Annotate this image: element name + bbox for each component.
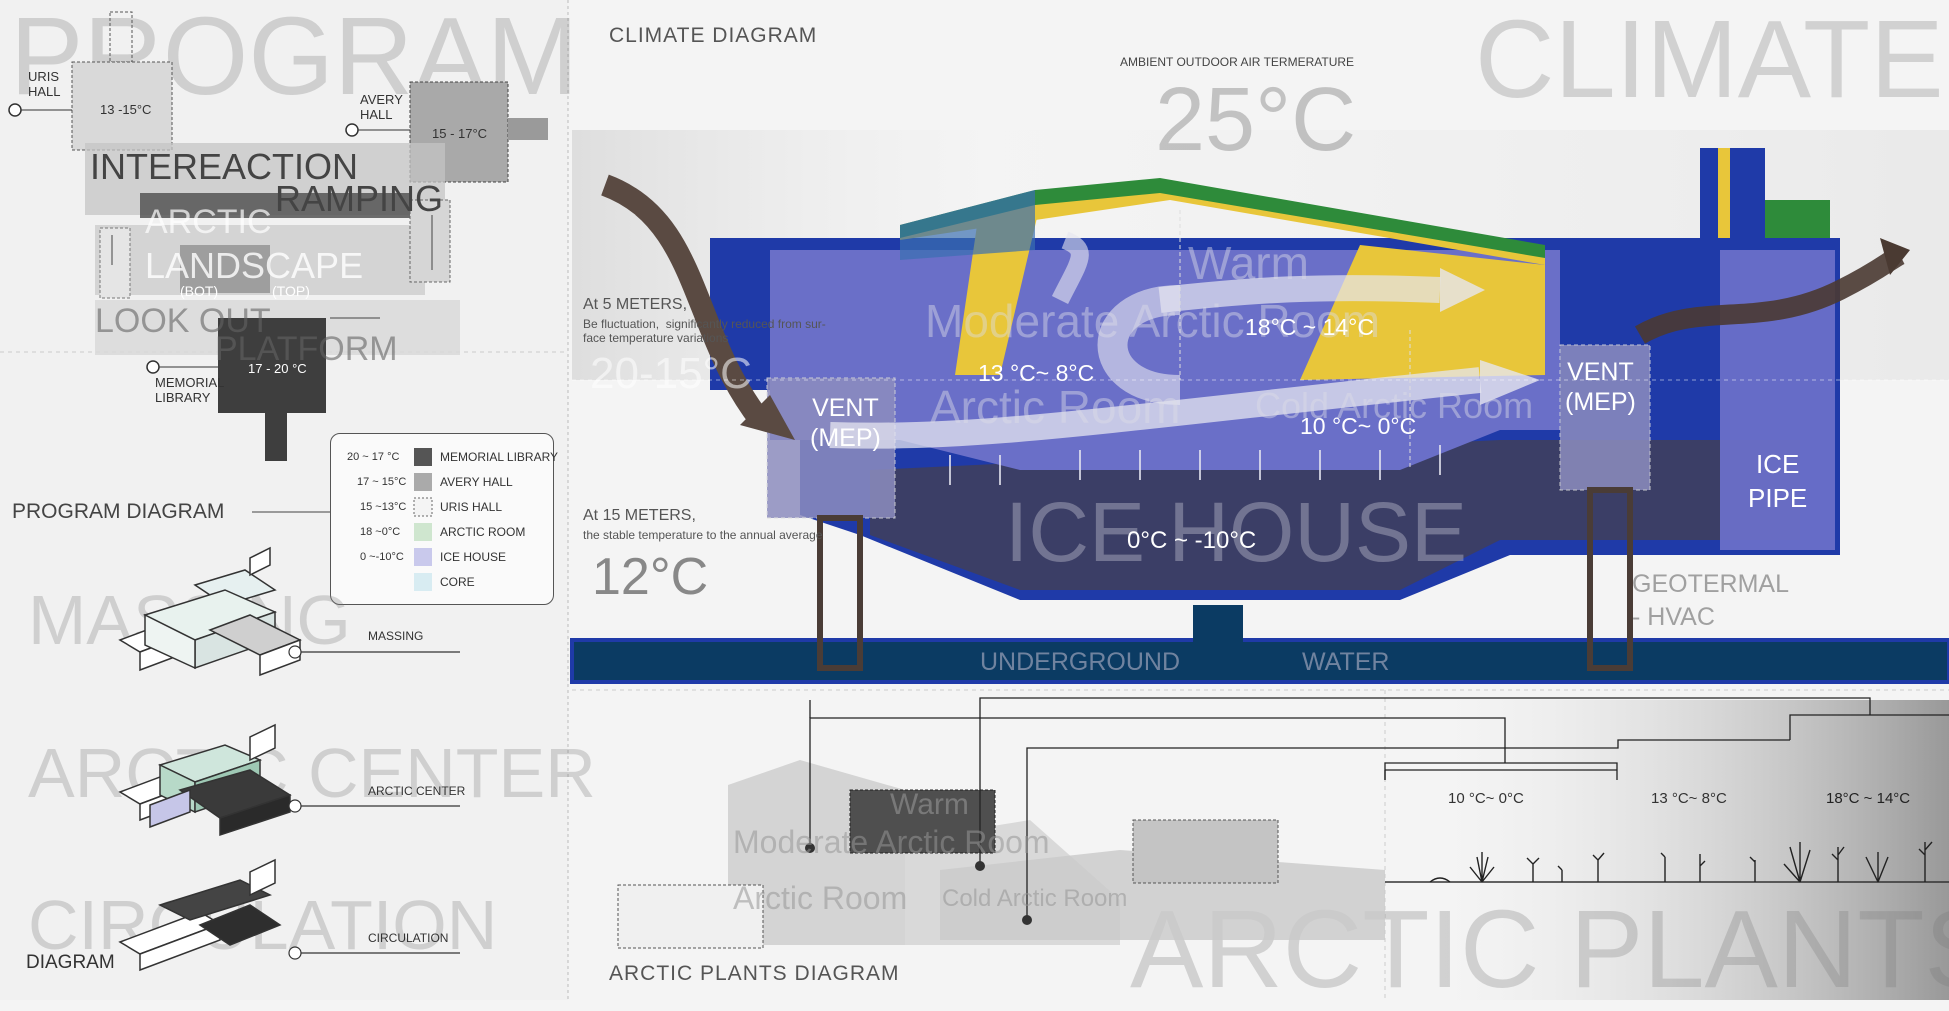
circulation-label: CIRCULATION (368, 931, 449, 945)
ice-house-ghost: ICE HOUSE (1005, 485, 1468, 579)
legend-name-6: CORE (440, 575, 475, 589)
avery-hall-label: AVERY HALL (360, 92, 403, 122)
legend-name-4: ARCTIC ROOM (440, 525, 526, 539)
underground-label: UNDERGROUND (980, 648, 1180, 676)
memorial-library-temp: 17 - 20 °C (248, 361, 307, 376)
section-drawing (570, 148, 1949, 684)
uris-hall-label: URIS HALL (28, 69, 61, 99)
moderate-ghost: Moderate Arctic Room (925, 295, 1381, 347)
warm-ghost: Warm (1188, 237, 1309, 289)
water-label: WATER (1302, 648, 1390, 676)
depth-15m-desc: the stable temperature to the annual ave… (583, 528, 823, 542)
plant-zone-3-temp: 18°C ~ 14°C (1826, 790, 1911, 807)
legend-name-1: MEMORIAL LIBRARY (440, 450, 559, 464)
climate-diagram-title: CLIMATE DIAGRAM (609, 24, 818, 47)
platform-label: PLATFORM (215, 330, 398, 368)
uris-hall-temp: 13 -15°C (100, 102, 152, 117)
diagram-label: DIAGRAM (26, 952, 115, 973)
vent-left-label: VENT (MEP) (810, 394, 881, 452)
legend-box (330, 433, 554, 605)
plants-moderate-ghost: Moderate Arctic Room (733, 824, 1050, 860)
lookout-label: LOOK OUT (95, 302, 271, 340)
ice-house-temp: 0°C ~ -10°C (1127, 527, 1257, 554)
plant-zone-2-temp: 13 °C~ 8°C (1651, 790, 1727, 807)
ambient-temp: 25°C (1155, 70, 1357, 170)
bot-label: (BOT) (180, 283, 219, 299)
arctic-label: ARCTIC (145, 203, 272, 241)
vent-right-label: VENT (MEP) (1565, 358, 1636, 416)
program-title-rule (252, 511, 330, 513)
plants-arctic-room-ghost: Arctic Room (733, 880, 908, 916)
cold-arctic-ghost: Cold Arctic Room (1255, 385, 1534, 426)
legend-name-2: AVERY HALL (440, 475, 513, 489)
warm-temp: 18°C ~ 14°C (1245, 314, 1374, 340)
ramping-label: RAMPING (275, 178, 444, 219)
plants-cold-arctic-ghost: Cold Arctic Room (942, 885, 1128, 912)
top-label: (TOP) (272, 283, 310, 299)
cold-temp: 10 °C~ 0°C (1300, 413, 1417, 439)
avery-hall-temp: 15 - 17°C (432, 126, 488, 141)
depth-15m-label: At 15 METERS, (583, 507, 696, 524)
depth-5m-temp: 20-15°C (590, 349, 752, 398)
legend-name-5: ICE HOUSE (440, 550, 507, 564)
moderate-temp: 13 °C~ 8°C (978, 360, 1095, 386)
plant-zone-1-temp: 10 °C~ 0°C (1448, 790, 1524, 807)
ambient-label: AMBIENT OUTDOOR AIR TERMERATURE (1120, 55, 1355, 69)
legend-range-2: 17 ~ 15°C (357, 476, 407, 488)
legend-range-3: 15 ~13°C (360, 501, 407, 513)
arctic-room-ghost: Arctic Room (930, 381, 1181, 433)
legend-name-3: URIS HALL (440, 500, 503, 514)
massing-label: MASSING (368, 629, 424, 643)
program-diagram-title: PROGRAM DIAGRAM (12, 500, 225, 523)
depth-5m-desc: Be fluctuation, significantly reduced fr… (583, 317, 826, 345)
arctic-plants-title: ARCTIC PLANTS DIAGRAM (609, 962, 900, 985)
arctic-center-ghost: ARCTIC CENTER (28, 734, 596, 812)
program-diagram (8, 11, 548, 461)
legend-range-5: 0 ~-10°C (360, 551, 404, 563)
depth-5m-label: At 5 METERS, (583, 296, 688, 313)
landscape-label: LANDSCAPE (145, 245, 364, 286)
geothermal-label: GEOTERMAL - HVAC (1632, 570, 1789, 631)
legend-range-1: 20 ~ 17 °C (347, 451, 400, 463)
massing-axonometrics (118, 546, 460, 972)
plants-warm-ghost: Warm (890, 788, 969, 821)
memorial-library-label: MEMORIAL LIBRARY (155, 375, 225, 405)
depth-15m-temp: 12°C (592, 548, 709, 606)
arctic-center-label: ARCTIC CENTER (368, 784, 466, 798)
legend-swatches (413, 448, 433, 591)
ice-pipe-label: ICE PIPE (1748, 449, 1808, 513)
interaction-label: INTEREACTION (90, 146, 359, 187)
climate-ghost-title: CLIMATE (1475, 0, 1944, 121)
legend-range-4: 18 ~0°C (360, 526, 401, 538)
